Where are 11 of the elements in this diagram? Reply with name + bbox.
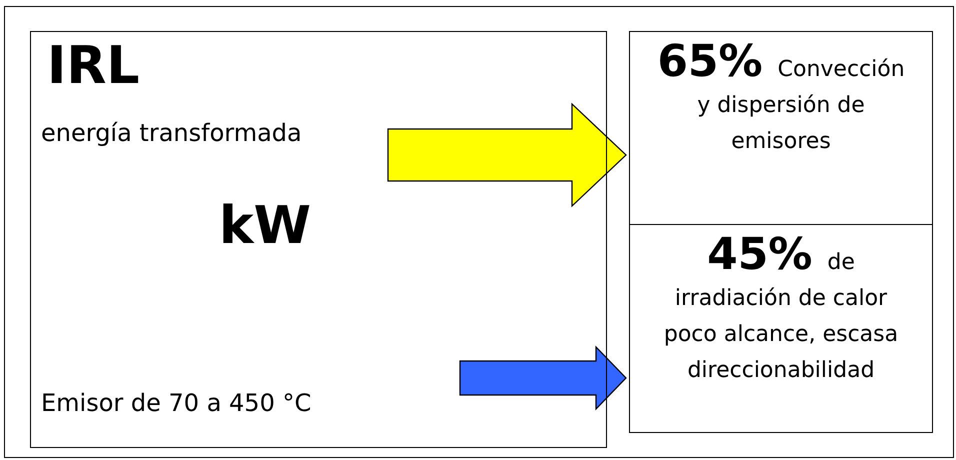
subtitle: energía transformada (41, 118, 302, 148)
unit-label: kW (219, 200, 311, 252)
block-arrow (459, 346, 627, 410)
percentage-text: 45% de irradiación de calor poco alcance, escasa direccionabilidad (662, 233, 900, 385)
range-note: Emisor de 70 a 450 °C (41, 388, 312, 418)
block-arrow (387, 102, 627, 208)
content-box (30, 31, 607, 448)
percentage-box (629, 224, 933, 433)
percentage-box (629, 31, 933, 225)
heading: IRL (47, 40, 140, 92)
percentage-text: 65% Convección y dispersión de emisores (656, 40, 906, 156)
